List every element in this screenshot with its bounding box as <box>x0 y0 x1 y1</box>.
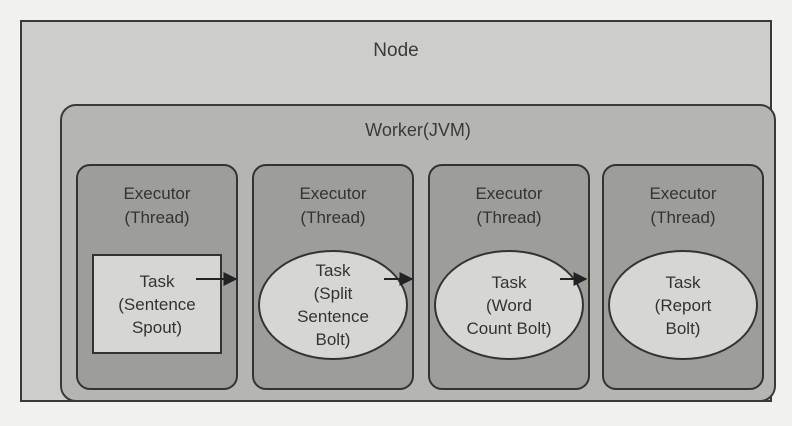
task-1-line-1: Task <box>139 271 175 291</box>
executor-4: Executor (Thread) Task (Report Bolt) <box>602 164 764 390</box>
node-label: Node <box>373 40 419 61</box>
task-1-line-2: (Sentence <box>118 294 196 314</box>
node-box: Node Worker(JVM) Executor (Thread) Task … <box>20 20 776 402</box>
executor-3: Executor (Thread) Task (Word Count Bolt) <box>428 164 590 390</box>
task-4-line-2: (Report <box>654 295 712 315</box>
executor-3-title: Executor <box>475 184 543 203</box>
executor-2-label: Executor (Thread) <box>254 182 412 230</box>
task-split-sentence-bolt: Task (Split Sentence Bolt) <box>258 250 408 360</box>
executor-3-subtitle: (Thread) <box>476 208 542 227</box>
executor-4-subtitle: (Thread) <box>650 208 716 227</box>
task-2-line-1: Task <box>315 261 351 280</box>
executor-1-label: Executor (Thread) <box>78 182 236 230</box>
task-2-line-4: Bolt) <box>315 330 351 349</box>
executor-1-subtitle: (Thread) <box>124 208 190 227</box>
task-1-line-3: Spout) <box>131 317 183 337</box>
executor-1-title: Executor <box>123 184 191 203</box>
executor-4-title: Executor <box>649 184 717 203</box>
executor-2-title: Executor <box>299 184 367 203</box>
task-3-line-1: Task <box>491 272 527 292</box>
executor-1: Executor (Thread) Task (Sentence Spout) <box>76 164 238 390</box>
executor-2-subtitle: (Thread) <box>300 208 366 227</box>
task-report-bolt: Task (Report Bolt) <box>608 250 758 360</box>
task-3-line-2: (Word <box>486 295 532 315</box>
executor-4-label: Executor (Thread) <box>604 182 762 230</box>
worker-label: Worker(JVM) <box>365 120 471 140</box>
task-4-line-3: Bolt) <box>665 318 701 338</box>
worker-box: Worker(JVM) Executor (Thread) Task (Sent… <box>60 104 776 402</box>
task-word-count-bolt: Task (Word Count Bolt) <box>434 250 584 360</box>
task-3-line-3: Count Bolt) <box>466 318 552 338</box>
task-sentence-spout: Task (Sentence Spout) <box>92 254 222 354</box>
task-4-line-1: Task <box>665 272 701 292</box>
task-2-line-2: (Split <box>313 284 353 303</box>
task-2-line-3: Sentence <box>297 307 369 326</box>
executor-2: Executor (Thread) Task (Split Sentence B… <box>252 164 414 390</box>
executor-3-label: Executor (Thread) <box>430 182 588 230</box>
